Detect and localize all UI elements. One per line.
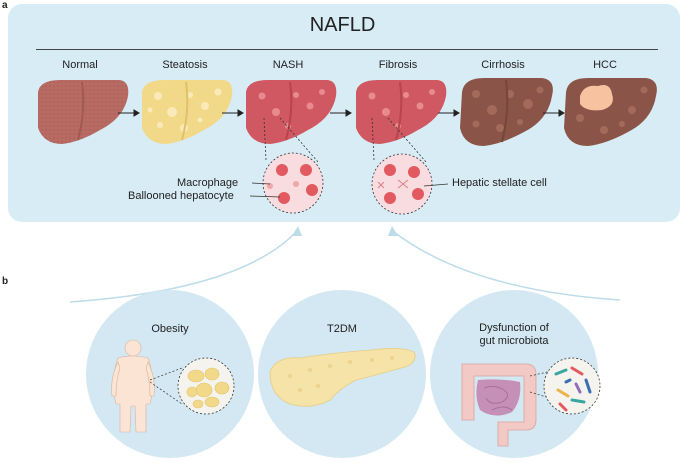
factor-label-t2dm: T2DM <box>327 323 357 335</box>
panel-b-letter: b <box>2 276 9 287</box>
arrowhead-nash <box>292 226 302 236</box>
liver-normal <box>38 80 129 144</box>
pancreas-icon <box>269 348 416 407</box>
factor-label-gut-microbiota: Dysfunction of gut microbiota <box>479 322 549 347</box>
liver-cirrhosis <box>460 78 553 146</box>
liver-fibrosis <box>356 80 447 144</box>
callout-ballooned-hepatocyte: Ballooned hepatocyte <box>128 190 234 202</box>
fat-cells-zoom-icon <box>177 357 235 415</box>
factor-label-obesity: Obesity <box>151 323 189 335</box>
intestine-icon <box>461 363 537 447</box>
stage-label-cirrhosis: Cirrhosis <box>481 59 525 71</box>
callout-macrophage: Macrophage <box>177 177 239 189</box>
arrowhead-fibrosis <box>388 226 398 236</box>
obese-body-icon <box>111 339 155 433</box>
progression-arrows <box>118 109 565 117</box>
microbiota-zoom-icon <box>543 357 601 415</box>
liver-steatosis <box>142 80 233 144</box>
stage-label-hcc: HCC <box>593 59 617 71</box>
nash-zoom-inset <box>249 117 324 214</box>
influence-arrows <box>69 231 621 303</box>
stage-label-fibrosis: Fibrosis <box>378 59 418 71</box>
tumor-icon <box>580 85 613 111</box>
panel-a-letter: a <box>2 0 8 11</box>
liver-hcc <box>564 78 657 146</box>
stage-label-normal: Normal <box>62 59 98 71</box>
fibrosis-zoom-inset <box>371 117 449 215</box>
stage-label-steatosis: Steatosis <box>162 59 208 71</box>
stage-label-nash: NASH <box>272 59 304 71</box>
title-rule <box>36 49 658 50</box>
liver-nash <box>246 80 337 144</box>
nafld-title: NAFLD <box>309 14 376 36</box>
callout-hepatic-stellate-cell: Hepatic stellate cell <box>452 177 547 189</box>
